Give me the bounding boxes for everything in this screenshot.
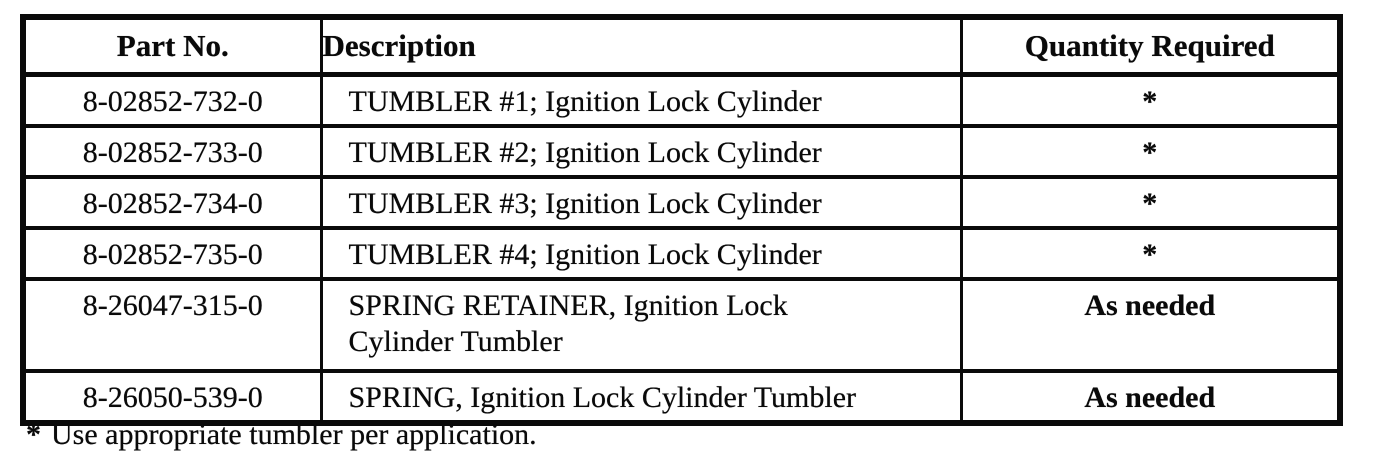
footnote-text: Use appropriate tumbler per application.	[51, 418, 537, 451]
description-cell: SPRING RETAINER, Ignition Lock Cylinder …	[319, 277, 963, 373]
part-no-cell: 8-02852-733-0	[21, 124, 323, 179]
asterisk-footnote-marker: *	[26, 418, 41, 451]
quantity-cell: *	[959, 72, 1342, 128]
part-no-cell: 8-02852-734-0	[21, 175, 323, 230]
description-text: SPRING RETAINER, Ignition Lock Cylinder …	[348, 289, 788, 358]
description-cell: TUMBLER #1; Ignition Lock Cylinder	[319, 72, 963, 128]
quantity-cell: As needed	[959, 369, 1342, 425]
description-cell: TUMBLER #4; Ignition Lock Cylinder	[319, 226, 963, 281]
column-header-description: Description	[319, 15, 963, 77]
table-row: 8-02852-734-0 TUMBLER #3; Ignition Lock …	[21, 175, 1342, 230]
quantity-cell: *	[959, 124, 1342, 179]
table-row: 8-02852-733-0 TUMBLER #2; Ignition Lock …	[21, 124, 1342, 179]
description-cell: TUMBLER #3; Ignition Lock Cylinder	[319, 175, 963, 230]
quantity-cell: As needed	[959, 277, 1342, 373]
quantity-cell: *	[959, 226, 1342, 281]
footnote: * Use appropriate tumbler per application…	[26, 416, 537, 454]
table-row: 8-02852-735-0 TUMBLER #4; Ignition Lock …	[21, 226, 1342, 281]
table-row: 8-26050-539-0 SPRING, Ignition Lock Cyli…	[21, 369, 1342, 425]
part-no-cell: 8-26047-315-0	[21, 277, 323, 373]
part-no-cell: 8-02852-732-0	[21, 72, 323, 128]
part-no-cell: 8-26050-539-0	[21, 369, 323, 425]
table-row: 8-26047-315-0 SPRING RETAINER, Ignition …	[21, 277, 1342, 373]
description-cell: TUMBLER #2; Ignition Lock Cylinder	[319, 124, 963, 179]
table-header-row: Part No. Description Quantity Required	[21, 15, 1342, 77]
description-cell: SPRING, Ignition Lock Cylinder Tumbler	[319, 369, 963, 425]
column-header-quantity-required: Quantity Required	[959, 15, 1342, 77]
column-header-part-no: Part No.	[21, 15, 323, 77]
part-no-cell: 8-02852-735-0	[21, 226, 323, 281]
parts-table: Part No. Description Quantity Required 8…	[20, 14, 1343, 426]
quantity-cell: *	[959, 175, 1342, 230]
table-row: 8-02852-732-0 TUMBLER #1; Ignition Lock …	[21, 72, 1342, 128]
